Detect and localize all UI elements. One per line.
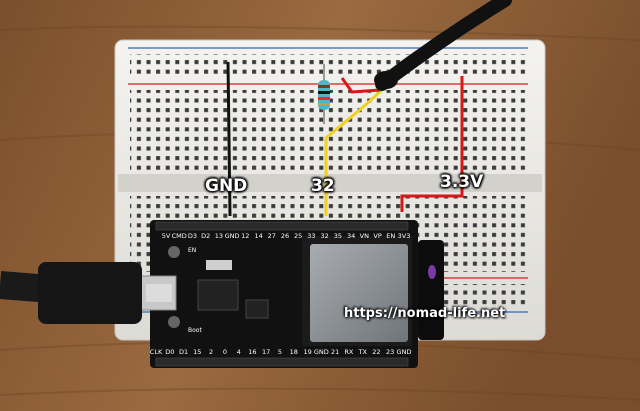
gnd-label: GND	[205, 176, 248, 196]
bottom-pin-label: RX	[344, 348, 354, 356]
bottom-pin-label: GND	[397, 348, 412, 356]
top-pin-label: 34	[347, 232, 355, 240]
esp32-board	[139, 220, 444, 368]
sensor-cable	[375, 0, 512, 91]
bottom-pin-label: D1	[179, 348, 188, 356]
bottom-pin-label: 22	[372, 348, 380, 356]
top-pin-label: VN	[360, 232, 369, 240]
top-pin-label: 5V	[162, 232, 171, 240]
top-pin-label: EN	[386, 232, 395, 240]
bottom-pin-label: TX	[357, 348, 367, 356]
button-label: EN	[188, 247, 196, 254]
top-pin-label: D2	[201, 232, 210, 240]
usb-cable	[0, 262, 142, 324]
watermark: https://nomad-life.net	[344, 306, 506, 321]
top-pin-label: CMD	[172, 232, 187, 240]
top-pin-label: 14	[254, 232, 262, 240]
bottom-pin-label: 0	[223, 348, 227, 356]
top-pin-label: GND	[225, 232, 240, 240]
bottom-pin-label: 4	[237, 348, 241, 356]
voltage-label: 3.3V	[440, 172, 484, 192]
cable-end	[374, 71, 398, 89]
top-pin-label: 33	[307, 232, 315, 240]
top-pin-label: 25	[294, 232, 302, 240]
bottom-pin-label: 2	[209, 348, 213, 356]
bottom-pin-label: 15	[193, 348, 201, 356]
bottom-pin-label: CLK	[150, 348, 163, 356]
top-pin-label: 27	[268, 232, 276, 240]
power-wire	[400, 76, 464, 212]
gnd-wire	[226, 61, 232, 217]
top-pin-label: 35	[334, 232, 342, 240]
bottom-pin-label: 18	[290, 348, 298, 356]
bottom-pin-label: 17	[262, 348, 270, 356]
top-pin-label: 12	[241, 232, 249, 240]
button-label: Boot	[188, 327, 202, 334]
pin-32-label: 32	[311, 176, 335, 196]
top-pin-label: 32	[321, 232, 329, 240]
top-pin-label: D3	[188, 232, 197, 240]
bottom-pin-label: 5	[278, 348, 282, 356]
top-pin-label: 26	[281, 232, 289, 240]
resistor	[318, 64, 330, 124]
bottom-pin-label: 19	[303, 348, 311, 356]
signal-wire	[324, 88, 384, 216]
top-pin-label: 3V3	[398, 232, 411, 240]
bottom-pin-label: 23	[386, 348, 394, 356]
top-pin-label: 13	[215, 232, 223, 240]
bottom-pin-label: D0	[165, 348, 174, 356]
bottom-pin-label: 16	[248, 348, 256, 356]
bottom-pin-label: GND	[314, 348, 329, 356]
top-pin-label: VP	[373, 232, 381, 240]
sensor-red-wire	[340, 77, 381, 94]
bottom-pin-label: 21	[331, 348, 339, 356]
